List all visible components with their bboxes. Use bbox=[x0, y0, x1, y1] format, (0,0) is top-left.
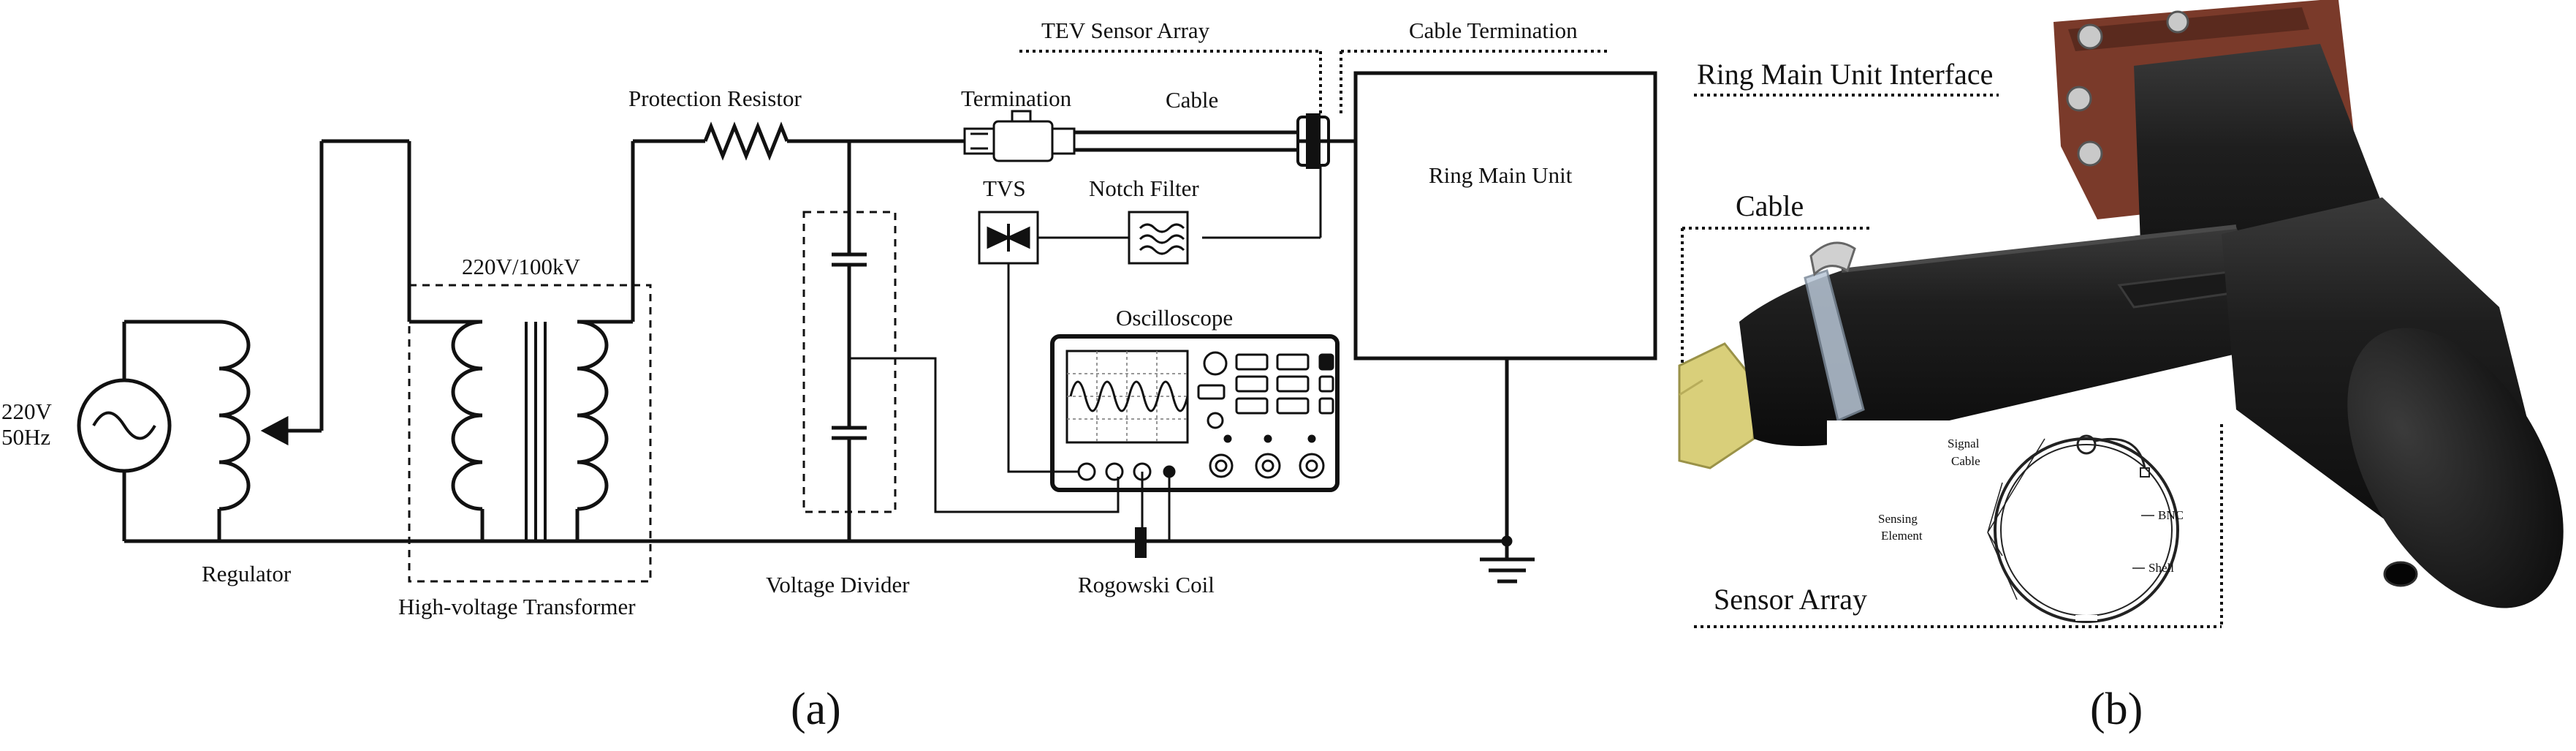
oscilloscope bbox=[1050, 334, 1340, 492]
rogowski-coil-label: Rogowski Coil bbox=[1078, 572, 1215, 597]
oscilloscope-label: Oscilloscope bbox=[1116, 305, 1233, 331]
hv-transformer bbox=[248, 141, 652, 583]
panel-a-labels: 220V 50Hz Regulator 220V/100kV High-volt… bbox=[1, 18, 1578, 734]
panel-b-brackets bbox=[1681, 94, 2223, 628]
panel-b-labels: Ring Main Unit Interface Cable Sensor Ar… bbox=[1697, 58, 2184, 734]
tvs-notch-chain bbox=[978, 211, 1321, 473]
ring-main-unit-box bbox=[1353, 71, 1657, 361]
panel-a-schematic bbox=[77, 50, 1657, 584]
cable-termination-label: Cable Termination bbox=[1409, 18, 1578, 43]
rogowski-coil bbox=[1135, 472, 1171, 558]
transformer-rating-label: 220V/100kV bbox=[462, 254, 581, 279]
hv-bus bbox=[633, 121, 965, 161]
ground-symbol bbox=[1480, 535, 1535, 584]
notch-filter-box bbox=[1128, 211, 1189, 265]
cable-label: Cable bbox=[1166, 87, 1218, 113]
inset-bnc-label: BNC bbox=[2158, 508, 2184, 522]
notch-filter-label: Notch Filter bbox=[1089, 176, 1199, 201]
panel-b-photo bbox=[1678, 0, 2564, 629]
rmu-interface-label: Ring Main Unit Interface bbox=[1697, 58, 1993, 91]
ring-main-unit-label: Ring Main Unit bbox=[1429, 162, 1573, 188]
transformer-label: High-voltage Transformer bbox=[398, 594, 636, 619]
caption-a: (a) bbox=[791, 684, 841, 734]
sensor-array-label: Sensor Array bbox=[1714, 583, 1867, 616]
tev-sensor-on-cable bbox=[1296, 113, 1330, 238]
tev-sensor-array-label: TEV Sensor Array bbox=[1041, 18, 1210, 43]
voltage-divider bbox=[802, 141, 1120, 541]
inset-sensing-label: Sensing bbox=[1878, 512, 1918, 526]
regulator-coil bbox=[124, 139, 409, 543]
inset-element-label: Element bbox=[1881, 529, 1923, 543]
protection-resistor-label: Protection Resistor bbox=[628, 86, 802, 111]
termination-connector bbox=[963, 110, 1076, 162]
tvs-label: TVS bbox=[983, 176, 1026, 201]
cable-photo-label: Cable bbox=[1736, 189, 1804, 222]
termination-label: Termination bbox=[961, 86, 1072, 111]
source-frequency-label: 50Hz bbox=[1, 424, 50, 450]
protection-resistor-symbol bbox=[703, 121, 789, 161]
voltage-divider-label: Voltage Divider bbox=[766, 572, 910, 597]
source-voltage-label: 220V bbox=[1, 399, 53, 424]
sensor-ring-inset bbox=[1987, 434, 2179, 623]
inset-signal-label: Signal bbox=[1948, 437, 1980, 450]
regulator-label: Regulator bbox=[202, 561, 292, 586]
ac-source-symbol bbox=[77, 322, 172, 541]
caption-b: (b) bbox=[2090, 684, 2143, 734]
inset-cable-label: Cable bbox=[1951, 454, 1980, 468]
inset-shell-label: Shell bbox=[2148, 561, 2174, 575]
tev-bracket bbox=[1019, 50, 1608, 117]
